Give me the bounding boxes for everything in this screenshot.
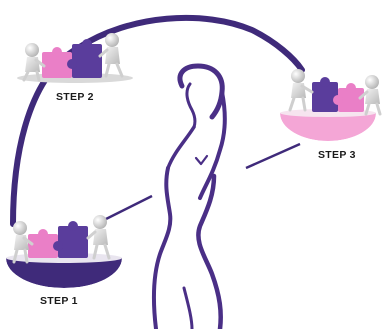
- step1-puzzle: [28, 221, 88, 258]
- step1-label: STEP 1: [40, 295, 78, 307]
- step3-connector: [246, 144, 300, 168]
- step1-connector: [100, 196, 152, 222]
- step3-label: STEP 3: [318, 149, 356, 161]
- step2-figure-right: [100, 33, 122, 76]
- step-1: STEP 1: [4, 215, 124, 307]
- step3-puzzle: [312, 77, 364, 112]
- step2-label: STEP 2: [56, 91, 94, 103]
- step-2: STEP 2: [17, 33, 133, 103]
- woman-silhouette-icon: [154, 66, 225, 329]
- step2-puzzle: [42, 39, 102, 78]
